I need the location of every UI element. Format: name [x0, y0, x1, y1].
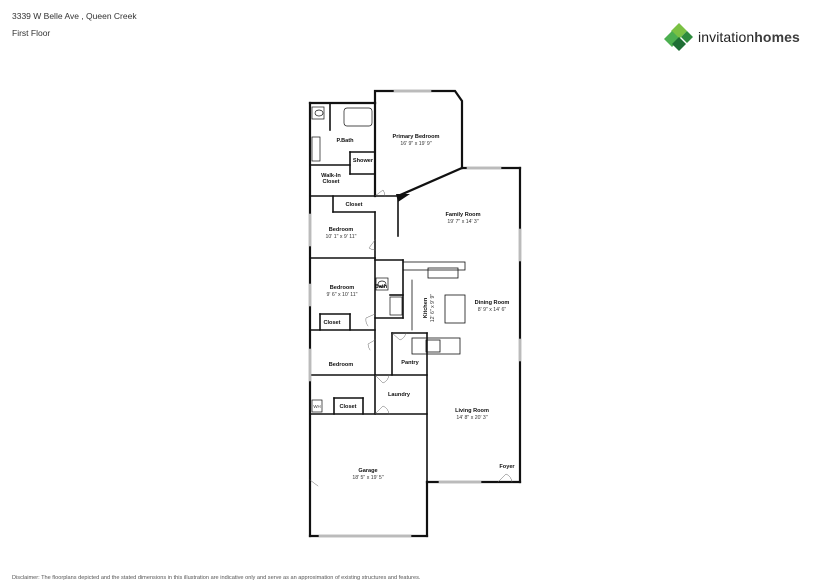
primary-bedroom-dims: 16' 9" x 19' 9"	[400, 141, 431, 147]
bedroom-2-label: Bedroom	[330, 285, 355, 291]
bath-label: Bath	[375, 284, 388, 290]
bedroom-2-dims: 9' 6" x 10' 11"	[327, 292, 358, 298]
shower-label: Shower	[353, 158, 374, 164]
garage-label: Garage	[358, 468, 377, 474]
kitchen-dims: 12' 6" x 9' 9"	[430, 294, 436, 323]
walkin-closet-label-2: Closet	[322, 179, 339, 185]
living-room-label: Living Room	[455, 408, 489, 414]
kitchen-fixtures	[402, 261, 466, 355]
floor-label: First Floor	[12, 28, 51, 38]
family-room-label: Family Room	[445, 212, 480, 218]
brand-mark-icon	[664, 23, 693, 51]
wall-corner	[396, 194, 410, 202]
kitchen-label: Kitchen	[423, 297, 429, 318]
closet-b-label: Closet	[323, 320, 340, 326]
bath-fixtures	[311, 106, 403, 413]
foyer-label: Foyer	[499, 464, 515, 470]
wh-label: WH	[313, 404, 320, 409]
bedroom-1-dims: 10' 1" x 9' 11"	[326, 234, 357, 240]
dining-room-dims: 8' 9" x 14' 6"	[478, 307, 507, 313]
disclaimer-text: Disclaimer: The floorplans depicted and …	[12, 575, 421, 581]
family-room-dims: 19' 7" x 14' 3"	[447, 219, 478, 225]
closet-a-label: Closet	[345, 202, 362, 208]
primary-bedroom-label: Primary Bedroom	[393, 134, 440, 140]
bedroom-3-label: Bedroom	[329, 362, 354, 368]
garage-dims: 18' 5" x 19' 5"	[352, 475, 383, 481]
pantry-label: Pantry	[401, 360, 419, 366]
door-swings	[309, 189, 513, 487]
invitation-homes-logo: invitationhomes	[664, 22, 814, 52]
brand-name: invitationhomes	[698, 29, 800, 45]
living-room-dims: 14' 8" x 20' 3"	[456, 415, 487, 421]
property-address: 3339 W Belle Ave , Queen Creek	[12, 11, 137, 21]
walkin-closet-label-1: Walk-In	[321, 173, 341, 179]
pbath-label: P.Bath	[337, 138, 355, 144]
laundry-label: Laundry	[388, 392, 411, 398]
closet-c-label: Closet	[339, 404, 356, 410]
windows	[308, 89, 522, 538]
bedroom-1-label: Bedroom	[329, 227, 354, 233]
dining-room-label: Dining Room	[475, 300, 510, 306]
